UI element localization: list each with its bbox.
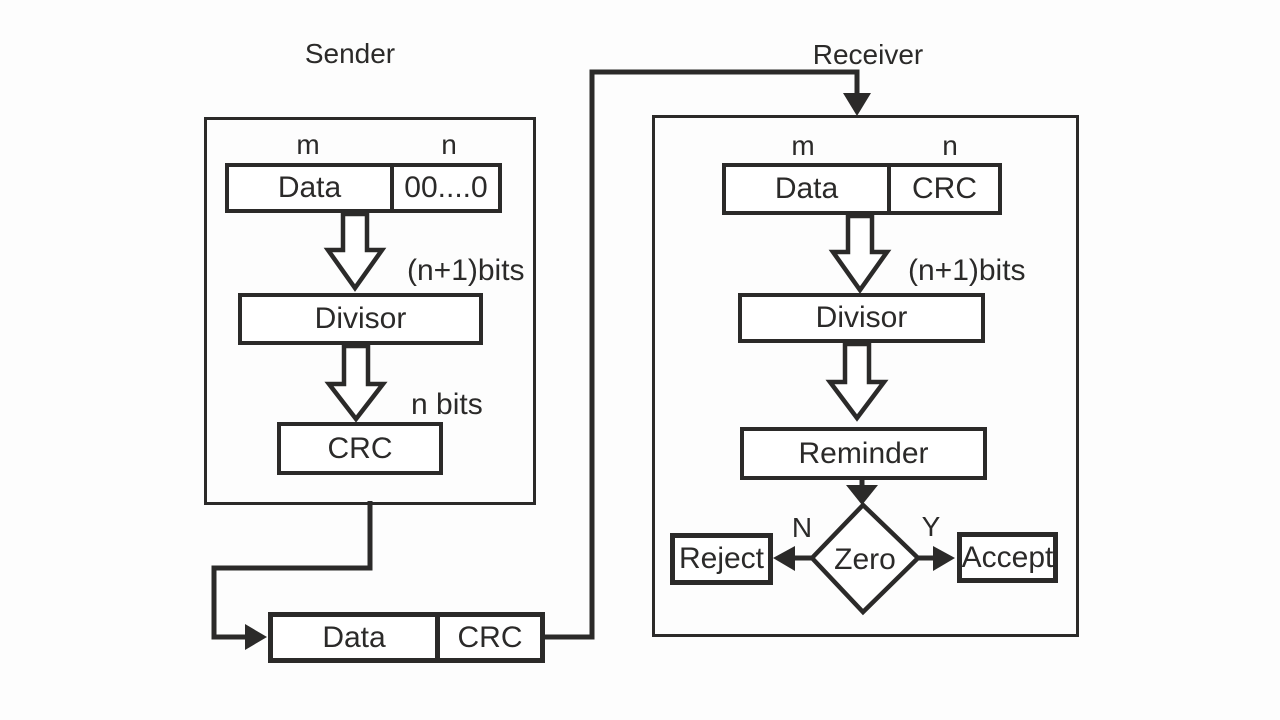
sender-divisor-box: Divisor: [238, 293, 483, 345]
sender-block-arrow-2-icon: [324, 343, 388, 423]
receiver-title: Receiver: [812, 39, 924, 70]
sender-m-label: m: [296, 129, 320, 160]
receiver-entry-arrow-icon: [843, 93, 871, 116]
reject-arrow-icon: [773, 546, 795, 571]
receiver-data-cell: Data: [774, 172, 839, 205]
sender-data-cell: Data: [277, 171, 342, 204]
sender-n-plus-1-bits-label: (n+1)bits: [407, 254, 525, 287]
receiver-n-label: n: [942, 130, 958, 161]
decision-yes-label: Y: [921, 511, 941, 542]
receiver-divisor-box: Divisor: [738, 293, 985, 343]
reject-box: Reject: [670, 533, 773, 585]
receiver-block-arrow-2-icon: [825, 341, 889, 422]
transmitted-data-cell: Data: [322, 620, 386, 654]
receiver-crc-cell: CRC: [887, 167, 998, 211]
accept-arrow-icon: [933, 546, 955, 571]
sender-n-label: n: [441, 129, 457, 160]
decision-entry-arrow-icon: [846, 485, 878, 505]
receiver-n-plus-1-bits-label: (n+1)bits: [908, 254, 1026, 287]
transmission-connector: [545, 69, 860, 640]
sender-crc-box: CRC: [277, 422, 443, 475]
receiver-m-label: m: [791, 130, 815, 161]
decision-no-label: N: [791, 512, 813, 543]
transmitted-entry-arrow-icon: [245, 624, 267, 650]
sender-output-connector: [211, 501, 373, 640]
receiver-data-register: Data CRC: [722, 163, 1002, 215]
sender-n-bits-label: n bits: [411, 388, 483, 421]
transmitted-crc-cell: CRC: [435, 617, 540, 658]
receiver-reminder-box: Reminder: [740, 427, 987, 480]
receiver-container: [652, 115, 1079, 637]
decision-label: Zero: [834, 543, 896, 576]
sender-title: Sender: [304, 38, 396, 69]
sender-block-arrow-1-icon: [323, 211, 387, 292]
sender-container: [204, 117, 536, 505]
receiver-block-arrow-1-icon: [828, 213, 892, 294]
accept-box: Accept: [957, 532, 1058, 583]
sender-padding-cell: 00....0: [390, 167, 498, 209]
decision-diamond: [808, 501, 922, 616]
sender-data-register: Data 00....0: [225, 163, 502, 213]
transmitted-frame: Data CRC: [268, 612, 545, 663]
